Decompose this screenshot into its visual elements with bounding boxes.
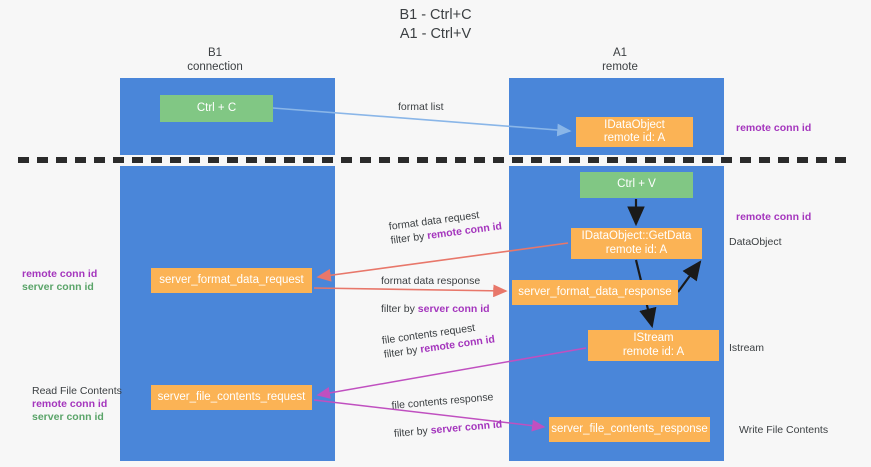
annotation-remote-conn-id-top-text: remote conn id [736, 122, 812, 134]
annotation-left-remote-conn-id: remote conn id [22, 268, 98, 280]
edge-format-data-response-line1: format data response [381, 275, 481, 287]
node-idataobject-title: IDataObject [604, 118, 665, 131]
annotation-dataobject: DataObject [729, 236, 782, 249]
annotation-left-remote-conn-id-2: remote conn id [32, 398, 108, 410]
page-title: B1 - Ctrl+C A1 - Ctrl+V [0, 6, 871, 44]
node-ctrl-c[interactable]: Ctrl + C [160, 95, 273, 122]
node-getdata-remote-id: remote id: A [605, 243, 668, 256]
node-ctrl-v-label: Ctrl + V [617, 178, 656, 191]
column-b1-name: B1 [207, 47, 223, 59]
column-a1-role: remote [602, 61, 638, 73]
node-server-format-data-request-label: server_format_data_request [159, 273, 304, 286]
column-header-b1: B1 connection [155, 46, 275, 74]
lane-b1-bottom [120, 166, 335, 461]
annotation-left-server-conn-id-2: server conn id [32, 411, 104, 423]
title-line-1: B1 - Ctrl+C [399, 7, 472, 23]
annotation-remote-conn-id-mid: remote conn id [736, 211, 811, 224]
arrow-format-data-request [316, 242, 569, 282]
column-b1-role: connection [187, 61, 243, 73]
node-server-format-data-response[interactable]: server_format_data_response [512, 280, 678, 305]
arrow-file-contents-response [313, 399, 546, 432]
annotation-write-file-contents: Write File Contents [739, 424, 828, 437]
annotation-write-file-contents-text: Write File Contents [739, 424, 829, 436]
node-istream-title: IStream [633, 332, 674, 344]
edge-label-format-list-text: format list [398, 101, 444, 113]
arrow-response-getdata [677, 260, 702, 293]
node-server-file-contents-request-label: server_file_contents_request [157, 390, 306, 403]
node-server-file-contents-response[interactable]: server_file_contents_response [549, 417, 710, 442]
edge-label-format-list: format list [398, 100, 444, 114]
node-server-format-data-request[interactable]: server_format_data_request [151, 268, 312, 293]
annotation-istream: Istream [729, 342, 764, 355]
column-a1-name: A1 [612, 47, 628, 59]
title-line-2: A1 - Ctrl+V [399, 26, 472, 42]
node-ctrl-c-label: Ctrl + C [196, 101, 237, 114]
column-header-a1: A1 remote [560, 46, 680, 74]
node-ctrl-v[interactable]: Ctrl + V [580, 172, 693, 198]
phase-divider [18, 157, 853, 163]
edge-file-contents-response-filter-prefix: filter by [393, 424, 432, 440]
edge-format-data-response-filter-key: server conn id [417, 303, 490, 315]
arrow-format-list [272, 107, 572, 137]
node-server-file-contents-request[interactable]: server_file_contents_request [151, 385, 312, 410]
arrow-format-data-response [313, 284, 508, 298]
edge-label-format-data-response: format data response filter by server con… [381, 274, 490, 316]
annotation-remote-conn-id-top: remote conn id [736, 122, 811, 135]
node-server-file-contents-response-label: server_file_contents_response [551, 422, 708, 435]
annotation-remote-conn-id-mid-text: remote conn id [736, 211, 812, 223]
annotation-read-file-contents: Read File Contents [32, 385, 122, 397]
node-istream-remote-id: remote id: A [622, 345, 685, 358]
annotation-istream-text: Istream [729, 342, 765, 354]
arrow-file-contents-request [316, 347, 587, 399]
node-server-format-data-response-label: server_format_data_response [518, 285, 672, 298]
node-idataobject-remote-id: remote id: A [603, 132, 666, 144]
node-getdata-title: IDataObject::GetData [581, 230, 692, 242]
lane-a1-bottom [509, 166, 724, 461]
edge-format-data-response-filter-prefix: filter by [381, 303, 418, 315]
annotation-left-server-conn-id: server conn id [22, 281, 94, 293]
annotation-dataobject-text: DataObject [729, 236, 782, 248]
